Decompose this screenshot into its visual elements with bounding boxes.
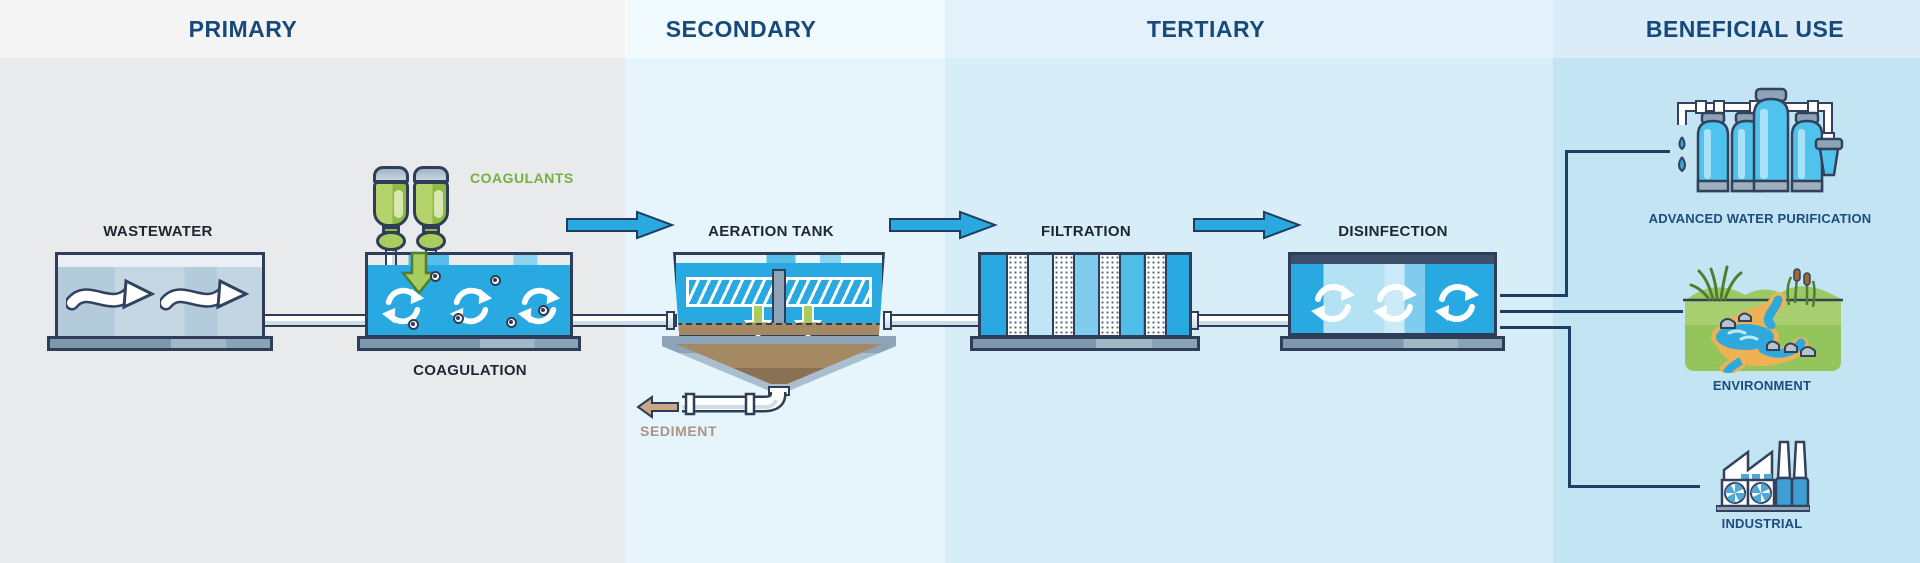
wastewater-tank [55, 252, 265, 340]
flow-arrow-icon [889, 210, 998, 240]
pipe-wastewater-to-coagulation [263, 314, 369, 327]
section-title-secondary: SECONDARY [665, 16, 817, 42]
floc-particle [430, 271, 441, 282]
section-primary-header [0, 0, 625, 58]
connector-bottom [1500, 326, 1571, 329]
section-tertiary-header [945, 0, 1553, 58]
connector-top [1565, 150, 1670, 153]
coagulants-label: COAGULANTS [470, 170, 574, 186]
filter-column [1006, 255, 1029, 335]
floc-particle [490, 275, 501, 286]
section-title-tertiary: TERTIARY [1146, 16, 1266, 42]
wastewater-label: WASTEWATER [103, 223, 213, 240]
pipe-aeration-to-filtration [883, 314, 981, 327]
sediment-label: SEDIMENT [640, 423, 718, 439]
environment-label: ENVIRONMENT [1712, 378, 1812, 393]
floc-particle [453, 313, 464, 324]
coagulation-tank [365, 251, 573, 338]
coagulation-label: COAGULATION [413, 362, 527, 379]
section-beneficial-use-header [1553, 0, 1920, 58]
advanced-water-purification-label: ADVANCED WATER PURIFICATION [1648, 211, 1872, 226]
aeration-tank [673, 252, 885, 338]
advanced-water-purification-icon [1677, 87, 1844, 193]
section-title-primary: PRIMARY [188, 16, 298, 42]
pipe-filtration-to-disinfection [1190, 314, 1290, 327]
pipe-collar [883, 311, 892, 330]
pipe-coagulation-to-aeration [571, 314, 677, 327]
cycle-arrows-icon [1311, 284, 1355, 322]
filtration-tank [978, 252, 1192, 338]
cycle-arrows-icon [381, 287, 425, 325]
connector-top [1500, 294, 1568, 297]
connector-top [1565, 150, 1568, 297]
wavy-flow-arrow-icon [160, 278, 250, 311]
disinfection-tank-base [1280, 336, 1505, 351]
aeration-tank-label: AERATION TANK [708, 223, 834, 240]
filter-column [1144, 255, 1167, 335]
floc-particle [506, 317, 517, 328]
floc-particle [408, 319, 419, 330]
connector-bottom [1568, 326, 1571, 488]
cycle-arrows-icon [1435, 284, 1479, 322]
floc-particle [538, 305, 549, 316]
sediment-arrow-icon [636, 395, 679, 419]
cycle-arrows-icon [1373, 284, 1417, 322]
connector-middle [1500, 310, 1683, 313]
flow-arrow-icon [566, 210, 675, 240]
down-arrow-icon [401, 251, 437, 295]
filtration-label: FILTRATION [1041, 223, 1131, 240]
section-title-beneficial: BENEFICIAL USE [1645, 16, 1845, 42]
sediment-elbow-pipe [682, 392, 787, 416]
environment-icon [1683, 265, 1843, 373]
filtration-tank-base [970, 336, 1200, 351]
disinfection-label: DISINFECTION [1338, 223, 1448, 240]
coagulation-tank-base [357, 336, 581, 351]
section-secondary-header [625, 0, 945, 58]
sediment-layer [676, 323, 882, 335]
industrial-label: INDUSTRIAL [1721, 516, 1803, 531]
wavy-flow-arrow-icon [66, 278, 156, 311]
flow-arrow-icon [1193, 210, 1302, 240]
cycle-arrows-icon [517, 287, 561, 325]
filter-column [1052, 255, 1075, 335]
industrial-icon [1716, 440, 1810, 512]
connector-bottom [1568, 485, 1700, 488]
wastewater-tank-base [47, 336, 273, 351]
pipe-collar [666, 311, 675, 330]
filter-column [1098, 255, 1121, 335]
disinfection-tank [1288, 252, 1497, 336]
